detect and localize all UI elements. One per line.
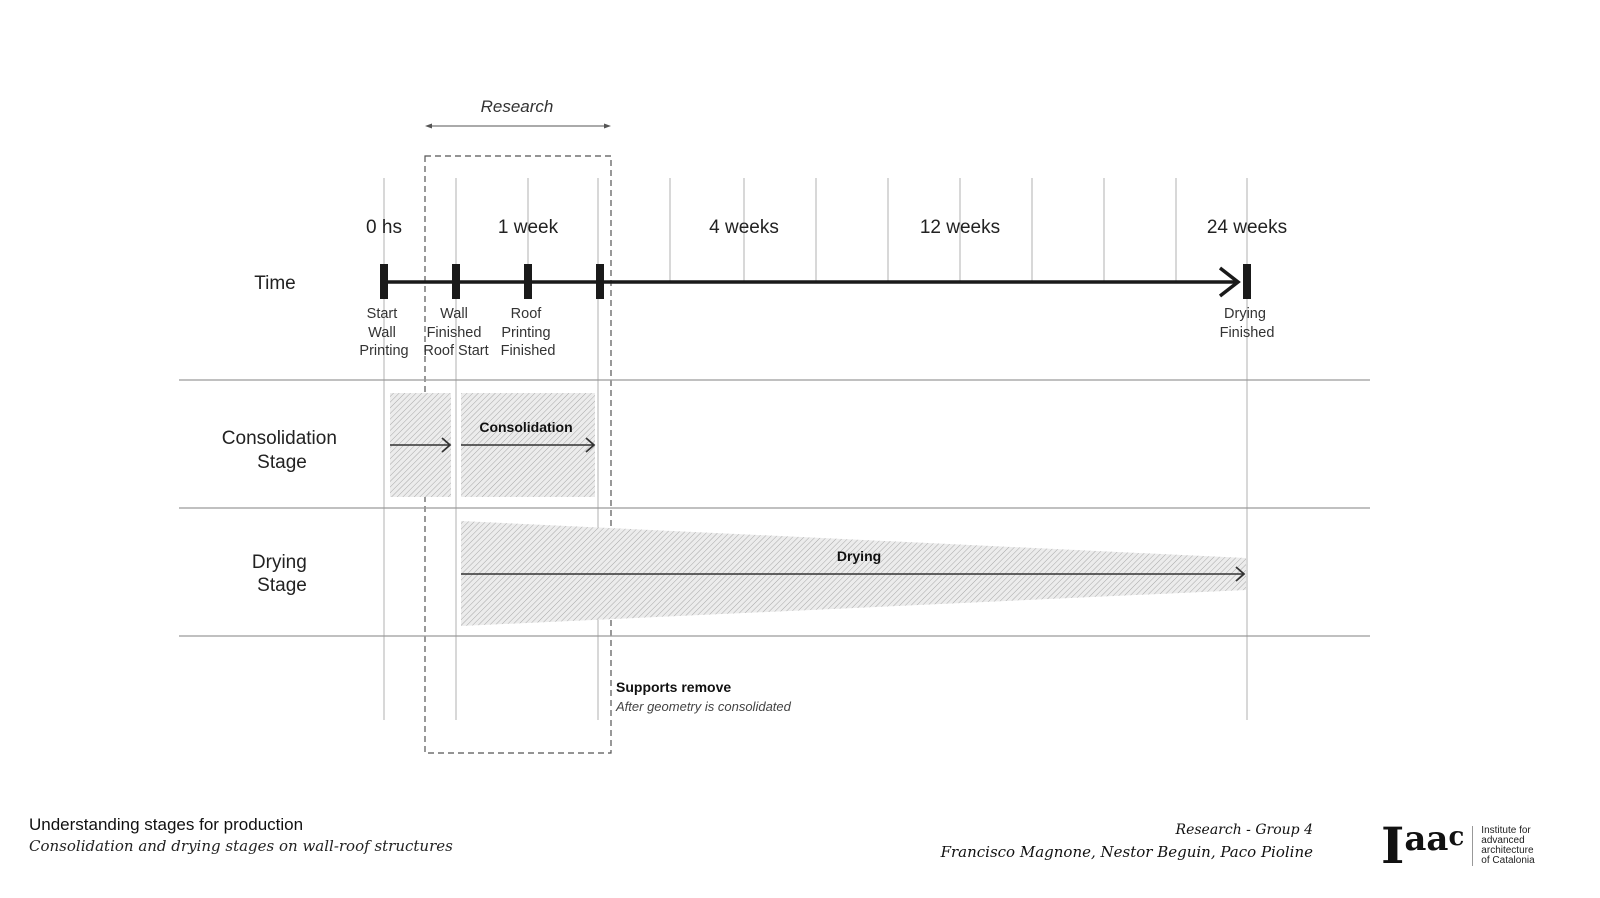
footer-group: Research - Group 4 bbox=[1175, 822, 1313, 838]
iaac-logo-text: Institute for advanced architecture of C… bbox=[1481, 825, 1535, 866]
footer-subtitle: Consolidation and drying stages on wall-… bbox=[29, 837, 453, 855]
consolidation-bar-roof: Consolidation bbox=[461, 393, 596, 497]
milestone-marker-4 bbox=[1243, 264, 1251, 299]
time-axis bbox=[384, 266, 1241, 298]
milestone-label-2: Roof Printing Finished bbox=[501, 306, 556, 359]
consolidation-bar-label: Consolidation bbox=[479, 419, 572, 435]
supports-remove-title: Supports remove bbox=[616, 679, 731, 695]
time-header-3: 12 weeks bbox=[920, 217, 1000, 238]
iaac-logo: I aa c Institute for advanced architectu… bbox=[1381, 816, 1535, 875]
research-label: Research bbox=[481, 97, 554, 116]
research-dashed-box bbox=[424, 155, 612, 754]
supports-remove-subtitle: After geometry is consolidated bbox=[615, 699, 792, 714]
drying-bar-label: Drying bbox=[837, 548, 881, 564]
drying-bar: Drying bbox=[461, 521, 1246, 626]
row-separators bbox=[179, 379, 1370, 637]
time-axis-arrowhead bbox=[1218, 266, 1241, 298]
footer-authors: Francisco Magnone, Nestor Beguin, Paco P… bbox=[940, 843, 1313, 861]
time-header-1: 1 week bbox=[498, 217, 559, 238]
iaac-logo-mark: I aa c bbox=[1381, 816, 1465, 875]
milestone-marker-1 bbox=[452, 264, 460, 299]
time-header-0: 0 hs bbox=[366, 217, 402, 238]
stage-label-drying: Drying Stage bbox=[252, 552, 312, 596]
milestone-marker-0 bbox=[380, 264, 388, 299]
milestone-label-4: Drying Finished bbox=[1220, 306, 1275, 341]
consolidation-bar-wall bbox=[390, 393, 452, 497]
logo-divider bbox=[1472, 826, 1474, 866]
time-header-4: 24 weeks bbox=[1207, 217, 1287, 238]
stage-label-consolidation: Consolidation Stage bbox=[222, 428, 342, 473]
milestone-marker-3 bbox=[596, 264, 604, 299]
milestone-label-1: Wall Finished Roof Start bbox=[423, 306, 488, 359]
footer-credits: Research - Group 4 Francisco Magnone, Ne… bbox=[941, 819, 1313, 863]
time-header-2: 4 weeks bbox=[709, 217, 779, 238]
milestone-marker-2 bbox=[524, 264, 532, 299]
footer-title: Understanding stages for production bbox=[29, 815, 304, 834]
milestone-label-0: Start Wall Printing bbox=[359, 306, 408, 359]
research-span-arrow bbox=[425, 123, 611, 129]
footer-caption: Understanding stages for production Cons… bbox=[29, 815, 453, 857]
time-row-label: Time bbox=[254, 273, 296, 294]
milestone-markers bbox=[380, 264, 1251, 299]
